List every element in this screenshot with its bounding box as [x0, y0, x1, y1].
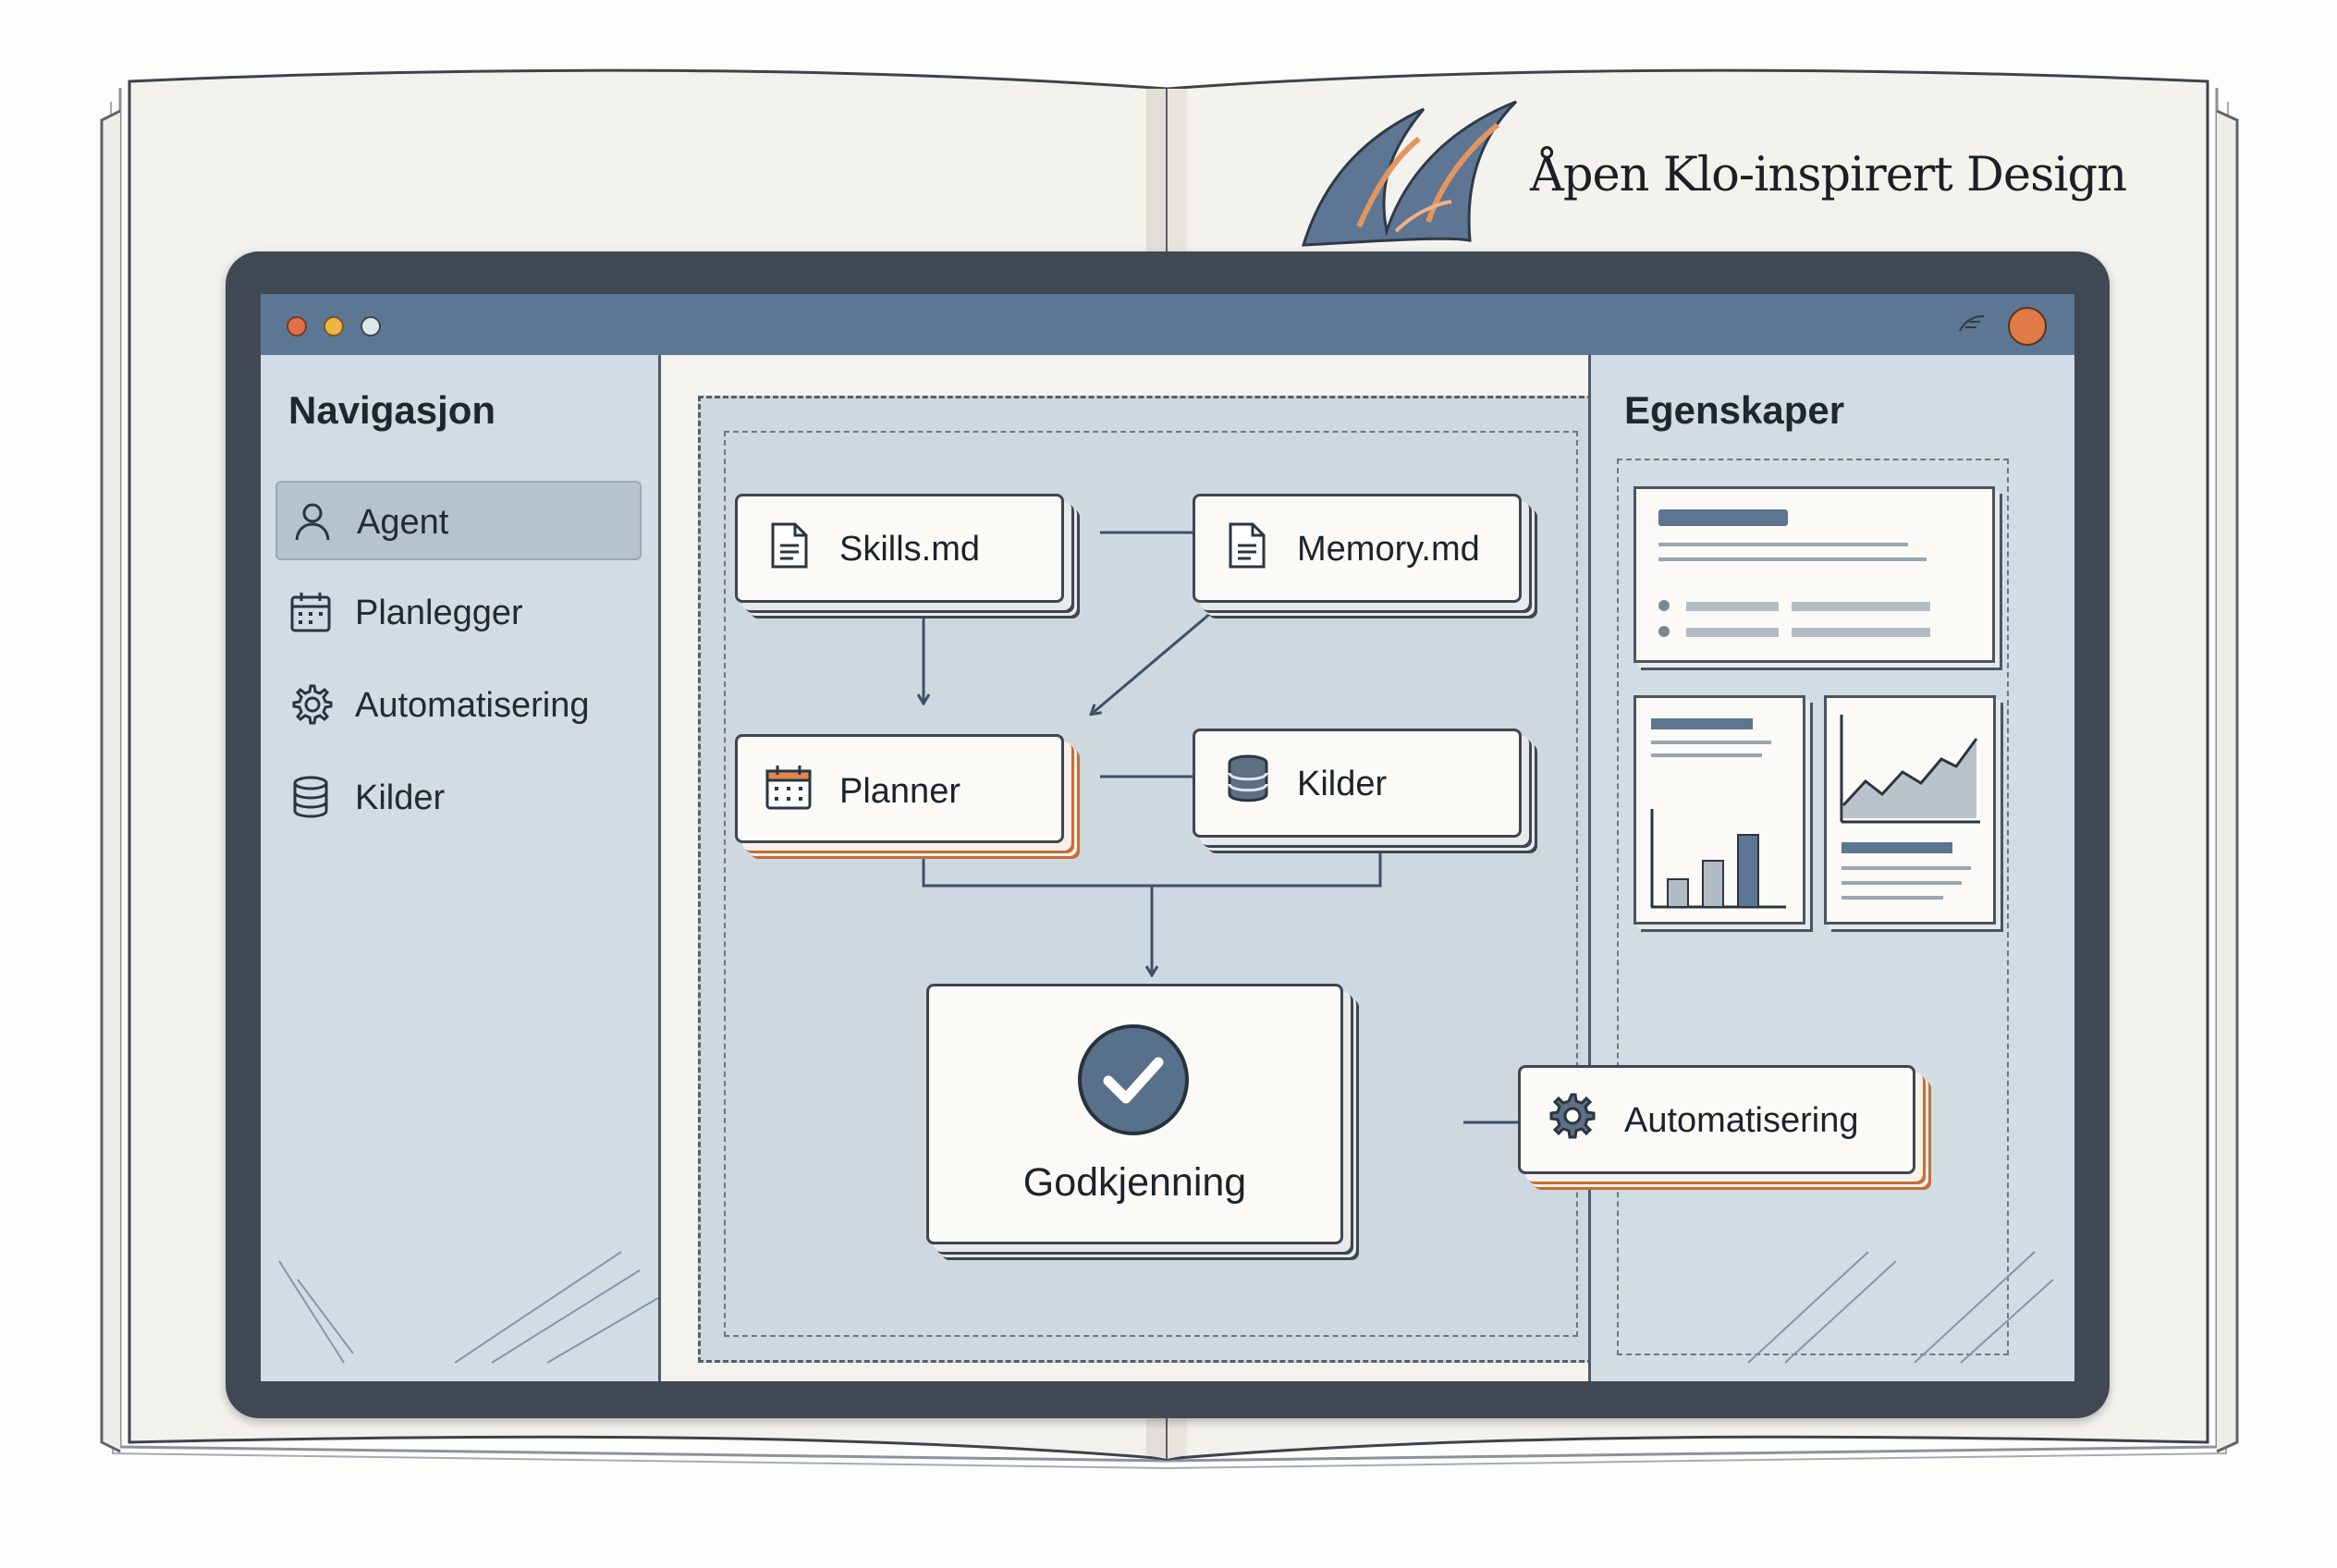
node-label: Automatisering	[1624, 1101, 1859, 1140]
bar-chart-card[interactable]	[1633, 695, 1805, 925]
nav-item-label: Kilder	[355, 778, 446, 817]
claw-emblem-icon	[1301, 100, 1518, 247]
document-icon	[1229, 522, 1266, 569]
workflow-connectors	[661, 355, 1588, 1124]
node-memory[interactable]: Memory.md	[1193, 494, 1522, 603]
calendar-icon	[290, 593, 331, 632]
book-title: Åpen Klo-inspirert Design	[1530, 148, 2127, 202]
feather-icon[interactable]	[1952, 311, 1989, 338]
properties-dropzone	[1617, 459, 2009, 1355]
edge-kilder-approval	[922, 836, 1382, 888]
avatar[interactable]	[2008, 307, 2047, 346]
user-icon	[295, 503, 330, 541]
document-icon	[771, 522, 808, 569]
nav-item-automatisering[interactable]: Automatisering	[275, 666, 638, 741]
node-label: Memory.md	[1297, 530, 1480, 569]
node-label: Skills.md	[839, 530, 981, 569]
nav-item-label: Agent	[357, 503, 449, 542]
nav-item-label: Automatisering	[355, 686, 590, 725]
workflow-panel: Skills.md Memory.md Planner	[661, 355, 1609, 1381]
minimize-dot-icon[interactable]	[324, 316, 344, 337]
node-automation[interactable]: Automatisering	[1518, 1065, 1915, 1174]
nav-item-planlegger[interactable]: Planlegger	[275, 573, 638, 649]
area-chart-icon	[1840, 715, 1980, 824]
nav-item-kilder[interactable]: Kilder	[275, 758, 638, 834]
node-label: Planner	[839, 772, 960, 811]
navigation-panel: Navigasjon Agent Planlegger Aut	[261, 355, 661, 1381]
edge-memory-planner	[1092, 595, 1230, 714]
close-dot-icon[interactable]	[287, 316, 307, 337]
workflow-canvas-inner-border	[724, 431, 1578, 1337]
calendar-icon	[765, 766, 812, 810]
node-label: Kilder	[1297, 765, 1388, 803]
nav-item-label: Planlegger	[355, 594, 523, 632]
node-planner[interactable]: Planner	[735, 734, 1064, 843]
window-titlebar	[261, 294, 2074, 355]
node-skills[interactable]: Skills.md	[735, 494, 1064, 603]
checkmark-icon	[1078, 1024, 1189, 1135]
node-kilder[interactable]: Kilder	[1193, 729, 1522, 838]
line-chart-card[interactable]	[1824, 695, 1996, 925]
bar-chart-icon	[1650, 809, 1786, 909]
text-summary-card[interactable]	[1633, 486, 1995, 663]
gear-icon	[292, 684, 333, 725]
navigation-heading: Navigasjon	[288, 388, 496, 432]
properties-heading: Egenskaper	[1624, 388, 1845, 432]
sketch-hatching	[278, 1251, 658, 1364]
database-icon	[293, 776, 328, 818]
properties-panel: Egenskaper	[1588, 355, 2074, 1381]
node-approval[interactable]: Godkjenning	[926, 984, 1343, 1244]
app-window: Navigasjon Agent Planlegger Aut	[261, 294, 2074, 1381]
nav-item-agent[interactable]: Agent	[275, 481, 642, 560]
node-label: Godkjenning	[1022, 1160, 1247, 1205]
database-icon	[1228, 754, 1268, 802]
gear-icon	[1549, 1093, 1596, 1139]
maximize-dot-icon[interactable]	[361, 316, 381, 337]
sketch-hatching	[1747, 1251, 2054, 1364]
